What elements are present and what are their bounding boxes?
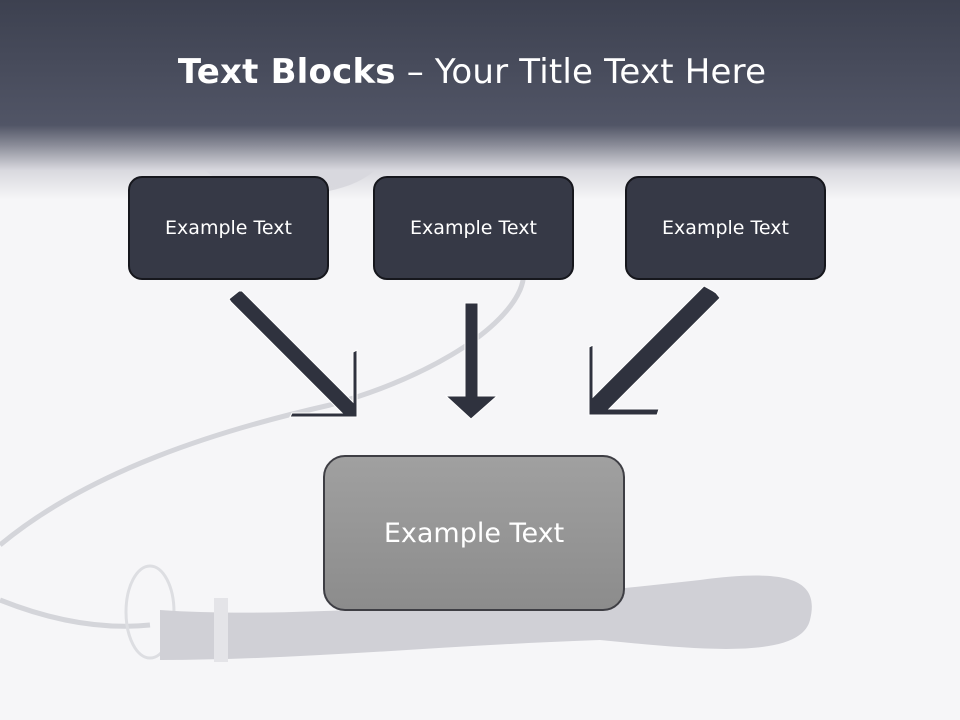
- text-block-1-label: Example Text: [165, 217, 292, 239]
- title-rest-part: – Your Title Text Here: [395, 52, 767, 92]
- title-bar: [0, 0, 960, 200]
- target-text-block-label: Example Text: [383, 517, 565, 549]
- text-block-3-label: Example Text: [662, 217, 789, 239]
- target-text-block[interactable]: Example Text: [323, 455, 625, 611]
- slide-title: Text Blocks – Your Title Text Here: [0, 52, 944, 92]
- text-block-3[interactable]: Example Text: [625, 176, 826, 280]
- text-block-2-label: Example Text: [410, 217, 537, 239]
- text-block-1[interactable]: Example Text: [128, 176, 329, 280]
- title-bold-part: Text Blocks: [177, 52, 396, 92]
- text-block-2[interactable]: Example Text: [373, 176, 574, 280]
